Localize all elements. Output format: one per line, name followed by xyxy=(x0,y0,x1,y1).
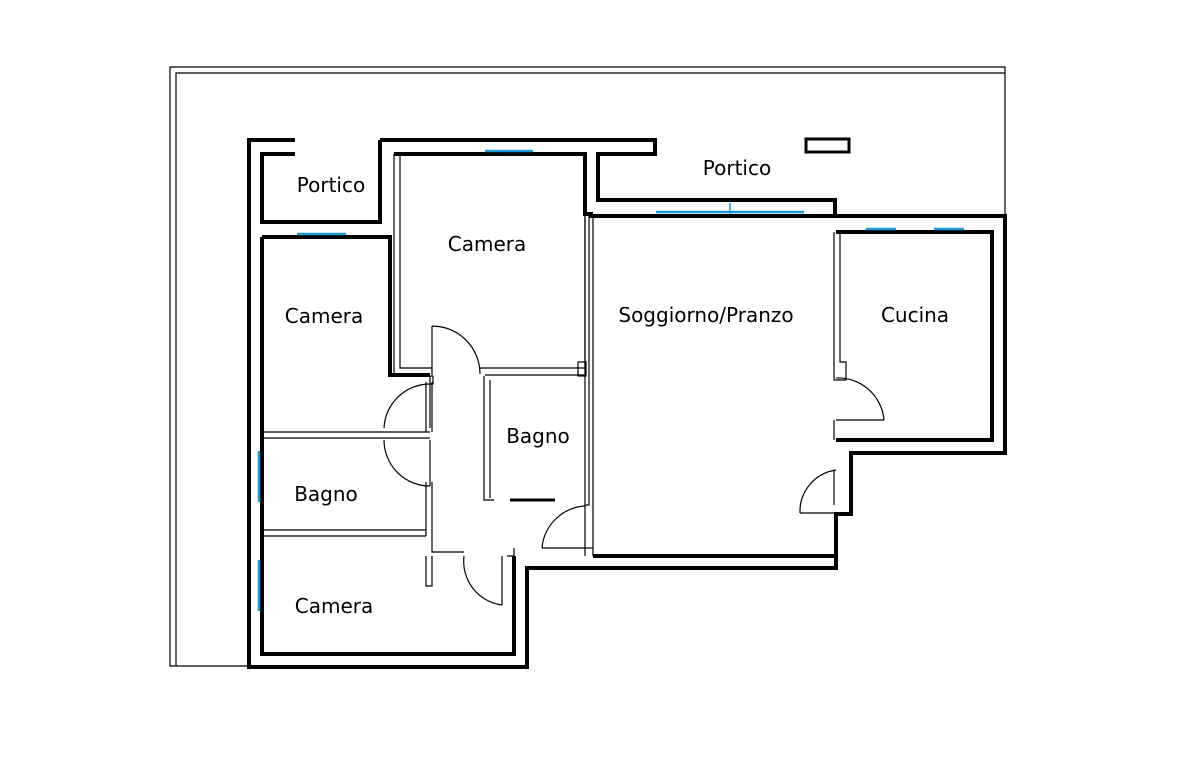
terrace-boundary xyxy=(169,66,1006,667)
doors xyxy=(383,325,885,606)
label-soggiorno: Soggiorno/Pranzo xyxy=(618,303,793,327)
label-bagno-center: Bagno xyxy=(506,424,570,448)
exterior-walls xyxy=(247,137,1007,669)
label-cucina: Cucina xyxy=(881,303,949,327)
label-portico-left: Portico xyxy=(297,173,365,197)
chimney xyxy=(804,137,851,154)
label-camera-top: Camera xyxy=(448,232,527,256)
label-portico-top: Portico xyxy=(703,156,771,180)
label-bagno-left: Bagno xyxy=(294,482,358,506)
windows xyxy=(257,149,964,611)
label-camera-left: Camera xyxy=(285,304,364,328)
room-labels: Portico Portico Camera Camera Soggiorno/… xyxy=(285,156,949,618)
interior-walls xyxy=(262,154,847,587)
label-camera-bottom: Camera xyxy=(295,594,374,618)
